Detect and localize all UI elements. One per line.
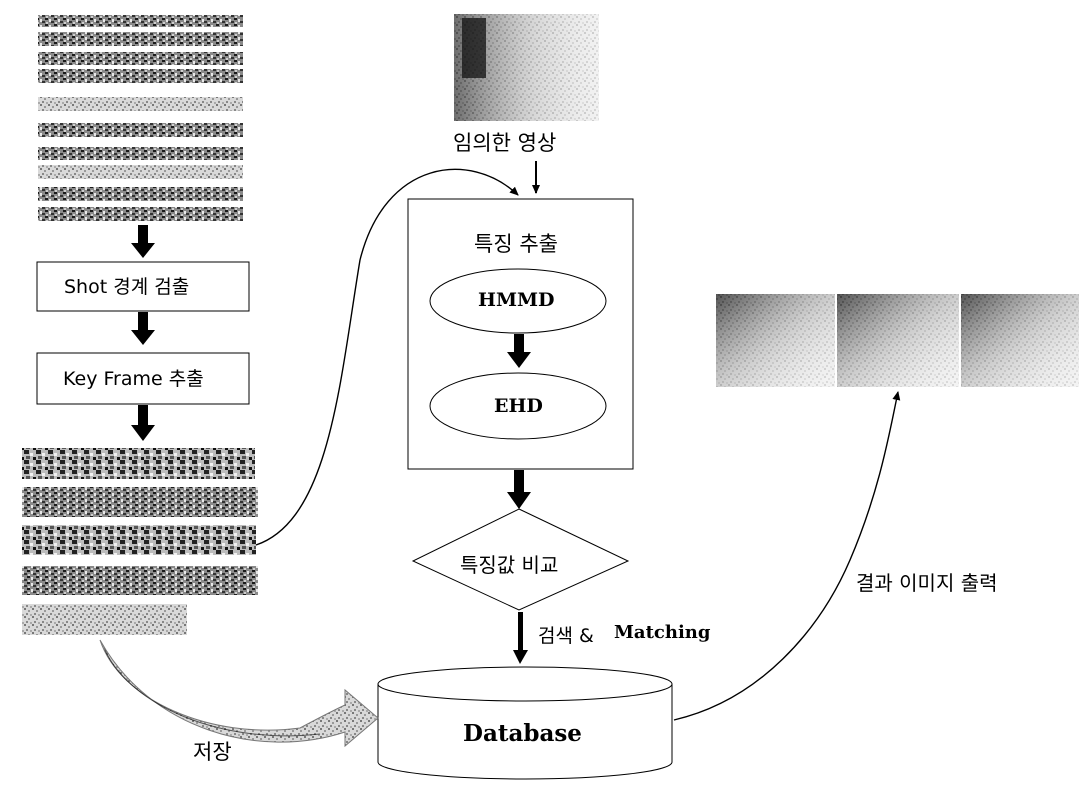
result-images [716, 294, 1079, 387]
store-arrow [99, 639, 379, 748]
database-label: Database [463, 720, 582, 747]
hmmd-label: HMMD [478, 289, 555, 311]
feature-to-compare-arrow [507, 470, 531, 509]
shot-boundary-box [36, 261, 250, 312]
input-image-caption: 임의한 영상 [453, 131, 557, 155]
compare-diamond [411, 508, 630, 611]
keyframe-label: Key Frame 추출 [63, 368, 204, 390]
compare-to-database-arrow [513, 612, 528, 664]
database-to-results-curve [673, 391, 901, 721]
left-flow-arrows [131, 225, 155, 441]
store-label: 저장 [193, 740, 232, 764]
ehd-node [429, 372, 607, 440]
ehd-label: EHD [494, 395, 543, 417]
keyframe-box [36, 352, 250, 405]
key-frames-strip [22, 448, 258, 635]
search-label-en: Matching [614, 622, 711, 643]
keyframes-to-feature-curve [255, 168, 519, 546]
hmmd-to-ehd-arrow [507, 334, 531, 368]
result-label: 결과 이미지 출력 [856, 571, 998, 595]
shot-boundary-label: Shot 경계 검출 [64, 276, 190, 298]
hmmd-node [429, 268, 607, 334]
feature-extraction-title: 특징 추출 [474, 232, 558, 256]
video-frames-strip [38, 15, 243, 221]
search-label-ko: 검색 & [538, 625, 594, 647]
database-cylinder [377, 666, 673, 780]
compare-label: 특징값 비교 [460, 553, 559, 577]
